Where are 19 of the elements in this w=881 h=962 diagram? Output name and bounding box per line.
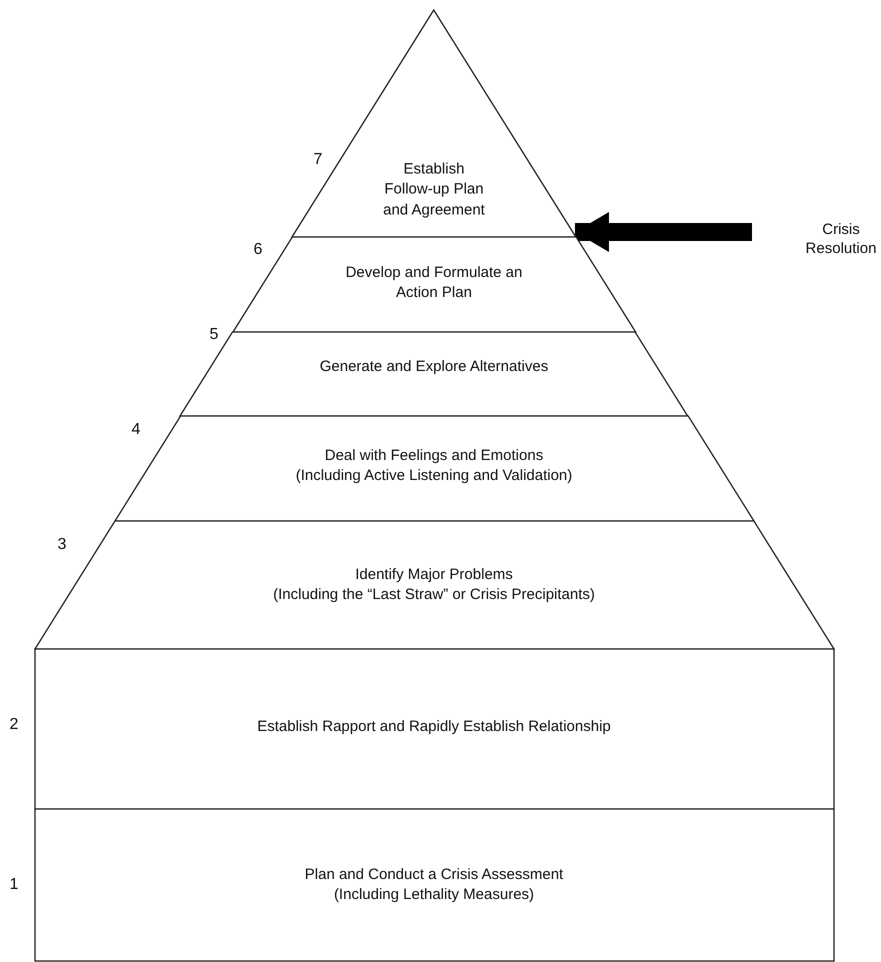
step-label: Establish Rapport and Rapidly Establish Relationship [256,716,612,737]
step-number: 7 [314,151,322,169]
step-label: Generate and Explore Alternatives [318,356,550,377]
step-number: 6 [254,241,262,259]
step-label: Identify Major Problems [354,564,514,585]
step-number: 3 [58,536,66,554]
step-label: (Including Active Listening and Validation) [294,466,574,486]
step-number: 5 [210,326,218,344]
step-label: (Including the “Last Straw” or Crisis Precipitants) [272,585,596,605]
step-number: 2 [10,716,18,734]
step-label: Deal with Feelings and Emotions [324,446,544,466]
step-number: 4 [132,421,140,439]
step-label: Develop and Formulate an Action Plan [344,262,524,303]
arrow [574,212,752,252]
step-label: Establish Follow-up Plan and Agreement [382,160,486,220]
step-label: Plan and Conduct a Crisis Assessment [304,864,564,885]
annotation-label: Crisis Resolution [804,220,878,258]
step-label: (Including Lethality Measures) [332,885,536,905]
step-number: 1 [10,876,18,894]
